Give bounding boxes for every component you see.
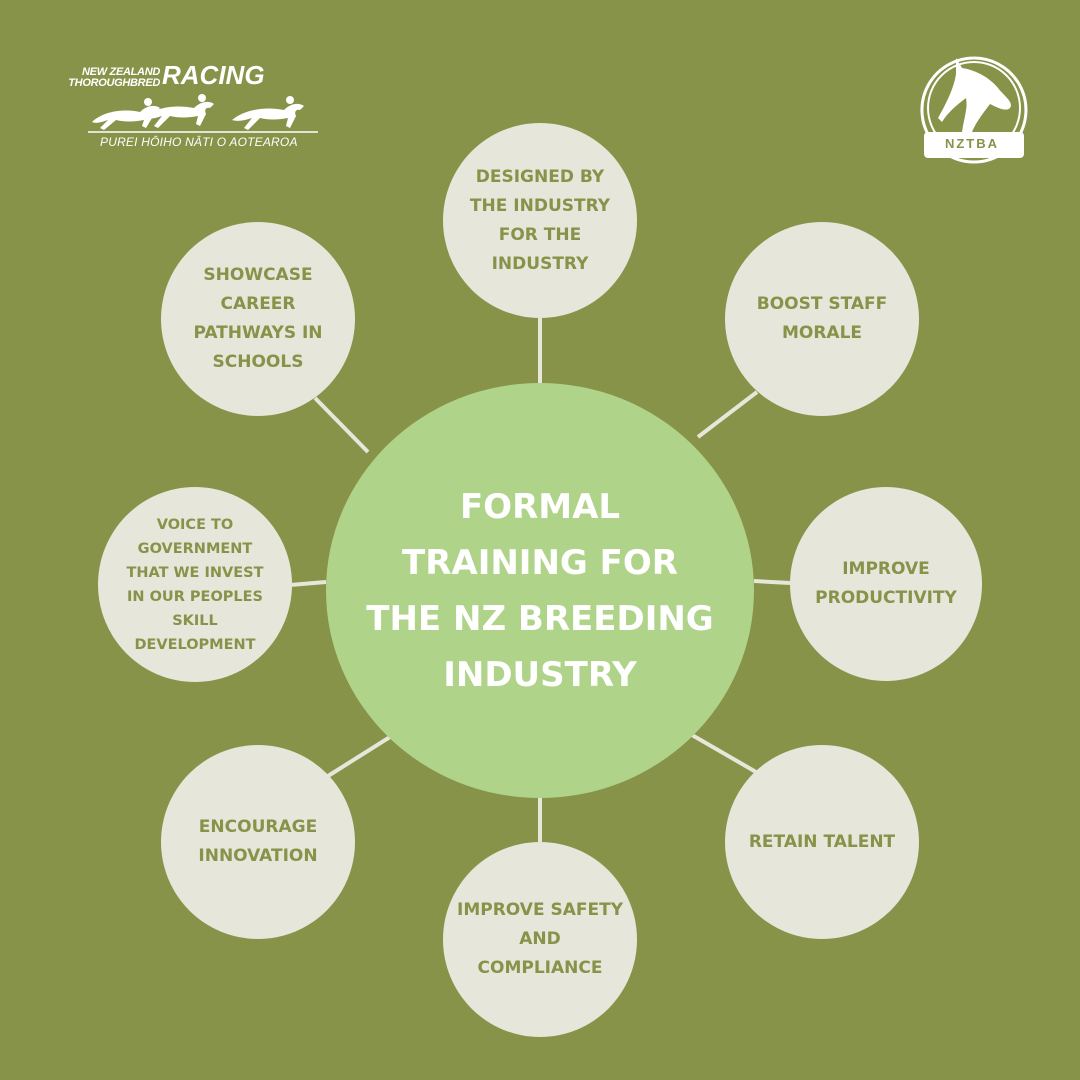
logo-line-new-zealand: NEW ZEALAND <box>82 66 160 78</box>
node-label: DESIGNED BY THE INDUSTRY FOR THE INDUSTR… <box>469 166 611 274</box>
node-label: RETAIN TALENT <box>748 831 896 852</box>
central-topic-label: FORMAL TRAINING FOR THE NZ BREEDING INDU… <box>366 486 714 695</box>
connector-top-left <box>313 396 370 454</box>
horse-head-icon <box>920 56 1028 164</box>
racing-horses-icon <box>88 94 318 133</box>
node-encourage-innovation: ENCOURAGE INNOVATION <box>161 745 355 939</box>
central-topic-circle: FORMAL TRAINING FOR THE NZ BREEDING INDU… <box>326 383 754 798</box>
connector-top-right <box>696 390 759 439</box>
node-label: BOOST STAFF MORALE <box>756 294 888 343</box>
connector-bottom-right <box>690 733 758 774</box>
node-label: SHOWCASE CAREER PATHWAYS IN SCHOOLS <box>193 265 323 372</box>
node-label: IMPROVE SAFETY AND COMPLIANCE <box>457 900 624 978</box>
nztba-text: NZTBA <box>944 136 1000 151</box>
connector-bottom-left <box>326 735 392 778</box>
logo-line-thoroughbred: THOROUGHBRED <box>68 77 160 89</box>
node-showcase-career-pathways: SHOWCASE CAREER PATHWAYS IN SCHOOLS <box>161 222 355 416</box>
node-improve-safety: IMPROVE SAFETY AND COMPLIANCE <box>443 842 637 1037</box>
connector-left <box>289 580 327 587</box>
node-boost-staff-morale: BOOST STAFF MORALE <box>725 222 919 416</box>
node-voice-to-government: VOICE TO GOVERNMENT THAT WE INVEST IN OU… <box>98 487 292 682</box>
node-retain-talent: RETAIN TALENT <box>725 745 919 939</box>
logo-tagline: PUREI HŌIHO NĀTI O AOTEAROA <box>100 135 298 149</box>
node-label: IMPROVE PRODUCTIVITY <box>815 559 957 608</box>
node-improve-productivity: IMPROVE PRODUCTIVITY <box>790 487 982 681</box>
node-label: VOICE TO GOVERNMENT THAT WE INVEST IN OU… <box>126 516 264 653</box>
nztba-logo: NZTBA <box>918 52 1030 164</box>
node-designed-by-industry: DESIGNED BY THE INDUSTRY FOR THE INDUSTR… <box>443 123 637 318</box>
connector-right <box>753 579 791 585</box>
nz-thoroughbred-racing-logo: NEW ZEALAND THOROUGHBRED RACING PUREI HŌ… <box>60 60 330 157</box>
node-label: ENCOURAGE INNOVATION <box>198 817 318 866</box>
logo-brand-racing: RACING <box>162 60 265 90</box>
